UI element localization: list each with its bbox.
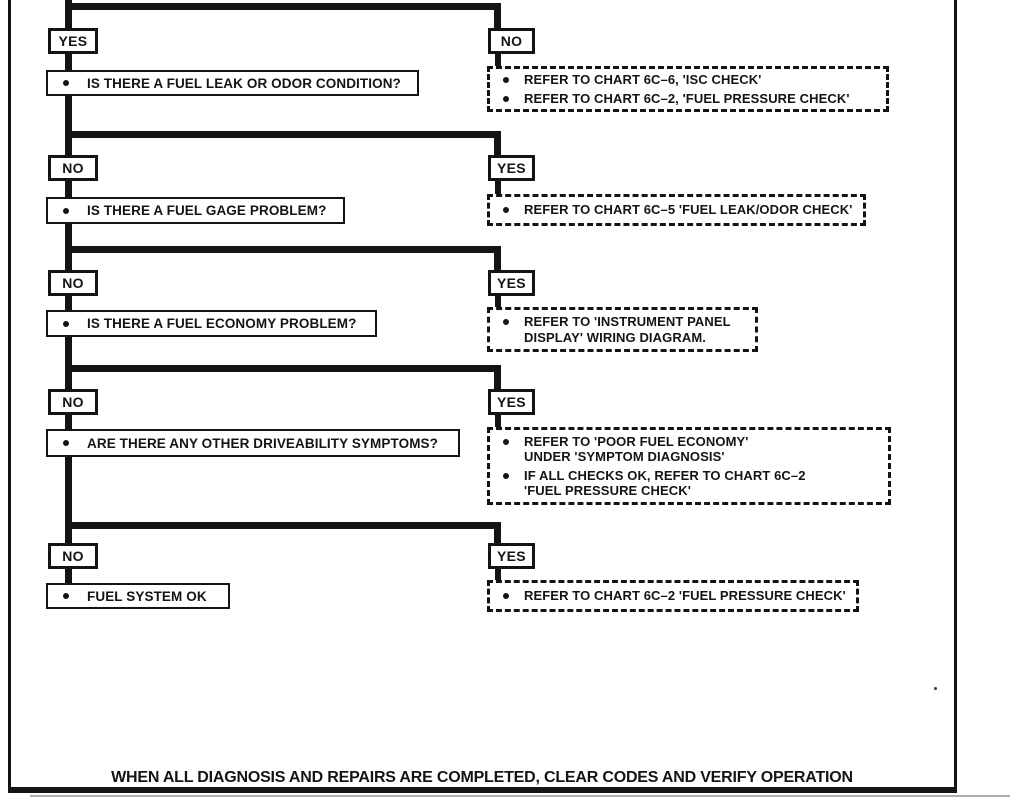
bullet-icon [503,438,509,445]
branch-label-text: NO [62,160,84,176]
branch-line-5 [65,522,501,529]
question-box-1: IS THERE A FUEL LEAK OR ODOR CONDITION? [46,70,419,96]
branch-line-3 [65,246,501,253]
branch-label-text: YES [497,394,526,410]
question-box-5: FUEL SYSTEM OK [46,583,230,609]
action-item: IF ALL CHECKS OK, REFER TO CHART 6C–2 'F… [490,468,882,499]
bullet-icon [503,593,509,600]
elbow-line-3 [494,246,501,273]
action-text: REFER TO CHART 6C–5 'FUEL LEAK/ODOR CHEC… [524,202,853,218]
branch-label-text: NO [62,275,84,291]
bullet-icon [503,207,509,214]
right-branch-label-3: YES [488,270,535,296]
footer-note: WHEN ALL DIAGNOSIS AND REPAIRS ARE COMPL… [111,769,853,786]
question-box-2: IS THERE A FUEL GAGE PROBLEM? [46,197,345,224]
bullet-icon [503,77,509,83]
action-item: REFER TO 'INSTRUMENT PANEL DISPLAY' WIRI… [490,314,749,345]
right-branch-label-2: YES [488,155,535,181]
left-branch-label-2: NO [48,155,98,181]
page-border-right [954,0,957,792]
left-branch-label-4: NO [48,389,98,415]
action-box-4: REFER TO 'POOR FUEL ECONOMY' UNDER 'SYMP… [487,427,891,505]
question-box-4: ARE THERE ANY OTHER DRIVEABILITY SYMPTOM… [46,429,460,457]
action-text: REFER TO CHART 6C–6, 'ISC CHECK' [524,72,762,87]
branch-label-text: NO [62,394,84,410]
branch-line-4 [65,365,501,372]
elbow-line-2 [494,131,501,158]
left-branch-label-1: YES [48,28,98,54]
branch-line-2 [65,131,501,138]
question-box-3: IS THERE A FUEL ECONOMY PROBLEM? [46,310,377,337]
action-item: REFER TO CHART 6C–2 'FUEL PRESSURE CHECK… [490,588,850,604]
connector-stub-2 [495,181,501,196]
action-text: REFER TO 'INSTRUMENT PANEL [524,314,731,329]
action-text: 'FUEL PRESSURE CHECK' [524,483,691,498]
right-branch-label-5: YES [488,543,535,569]
action-item: REFER TO CHART 6C–6, 'ISC CHECK' [490,72,880,88]
bullet-icon [503,319,509,325]
scan-speck [934,687,937,690]
question-text: FUEL SYSTEM OK [87,588,207,604]
question-text: ARE THERE ANY OTHER DRIVEABILITY SYMPTOM… [87,435,438,451]
bullet-icon [63,440,69,446]
bullet-icon [503,472,509,479]
branch-line-1 [65,3,501,10]
scan-artifact-line [30,795,1010,797]
branch-label-text: YES [497,160,526,176]
question-text: IS THERE A FUEL GAGE PROBLEM? [87,203,327,218]
connector-stub-4 [495,415,501,429]
branch-label-text: NO [62,548,84,564]
action-text: REFER TO CHART 6C–2 'FUEL PRESSURE CHECK… [524,588,846,604]
left-branch-label-3: NO [48,270,98,296]
elbow-line-5 [494,522,501,546]
action-text: IF ALL CHECKS OK, REFER TO CHART 6C–2 [524,467,806,483]
action-item: REFER TO 'POOR FUEL ECONOMY' UNDER 'SYMP… [490,434,882,465]
page-border-bottom [8,787,957,793]
bullet-icon [63,320,69,327]
action-text: REFER TO CHART 6C–2, 'FUEL PRESSURE CHEC… [524,90,850,106]
elbow-line-4 [494,365,501,392]
branch-label-text: YES [497,275,526,291]
action-box-1: REFER TO CHART 6C–6, 'ISC CHECK' REFER T… [487,66,889,112]
action-item: REFER TO CHART 6C–5 'FUEL LEAK/ODOR CHEC… [490,202,857,218]
bullet-icon [63,207,69,214]
question-text: IS THERE A FUEL ECONOMY PROBLEM? [87,316,357,331]
action-box-3: REFER TO 'INSTRUMENT PANEL DISPLAY' WIRI… [487,307,758,352]
action-text: UNDER 'SYMPTOM DIAGNOSIS' [524,449,725,464]
action-text: REFER TO 'POOR FUEL ECONOMY' [524,433,749,449]
connector-stub-3 [495,296,501,309]
branch-label-text: YES [58,33,88,49]
bullet-icon [63,80,69,86]
action-text: DISPLAY' WIRING DIAGRAM. [524,329,706,345]
branch-label-text: YES [497,548,526,564]
connector-stub-1 [495,54,501,69]
right-branch-label-1: NO [488,28,535,54]
page-border-left [8,0,11,792]
elbow-line-1 [494,3,501,31]
bullet-icon [63,593,69,599]
action-box-2: REFER TO CHART 6C–5 'FUEL LEAK/ODOR CHEC… [487,194,866,226]
left-branch-label-5: NO [48,543,98,569]
bullet-icon [503,95,509,102]
action-item: REFER TO CHART 6C–2, 'FUEL PRESSURE CHEC… [490,91,880,107]
branch-label-text: NO [500,33,523,49]
action-box-5: REFER TO CHART 6C–2 'FUEL PRESSURE CHECK… [487,580,859,612]
right-branch-label-4: YES [488,389,535,415]
connector-stub-5 [495,568,501,582]
question-text: IS THERE A FUEL LEAK OR ODOR CONDITION? [87,75,401,91]
